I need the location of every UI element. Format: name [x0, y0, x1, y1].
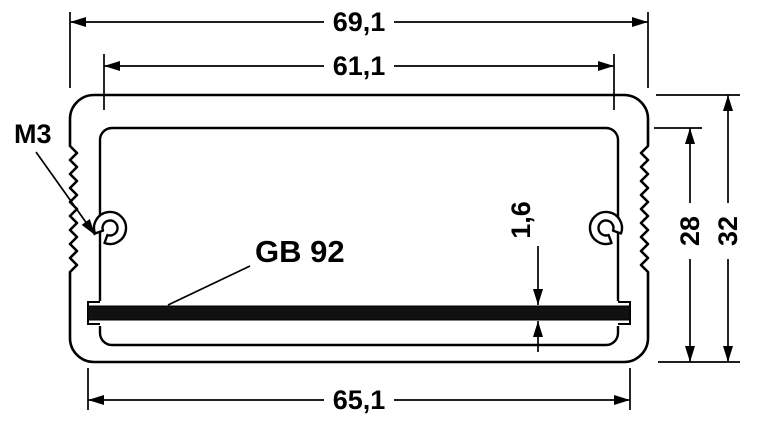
dim-plate-thickness-value: 1,6: [506, 201, 536, 239]
dim-plate-width: 65,1: [87, 368, 631, 415]
callout-part-number: GB 92: [167, 234, 345, 306]
dim-plate-width-value: 65,1: [333, 385, 386, 415]
dim-lid-width: 61,1: [103, 51, 615, 110]
dim-inner-height-value: 28: [675, 216, 705, 246]
dim-overall-height: 32: [656, 94, 743, 363]
callout-thread: M3: [14, 119, 96, 236]
dim-plate-thickness: 1,6: [506, 201, 543, 352]
profile-outer-contour: [68, 93, 650, 364]
dim-overall-height-value: 32: [713, 216, 743, 246]
profile-inner-cavity: [98, 126, 620, 347]
screw-boss-right: [588, 210, 624, 246]
enclosure-profile: [68, 93, 650, 364]
part-number-label: GB 92: [255, 234, 345, 269]
leader-line: [167, 265, 251, 306]
dim-overall-width: 69,1: [69, 7, 649, 88]
dim-lid-width-value: 61,1: [333, 51, 386, 81]
thread-label: M3: [14, 119, 52, 149]
dim-inner-height: 28: [654, 127, 705, 362]
dim-overall-width-value: 69,1: [333, 7, 386, 37]
bottom-plate: [87, 305, 631, 321]
leader-line: [35, 151, 96, 236]
